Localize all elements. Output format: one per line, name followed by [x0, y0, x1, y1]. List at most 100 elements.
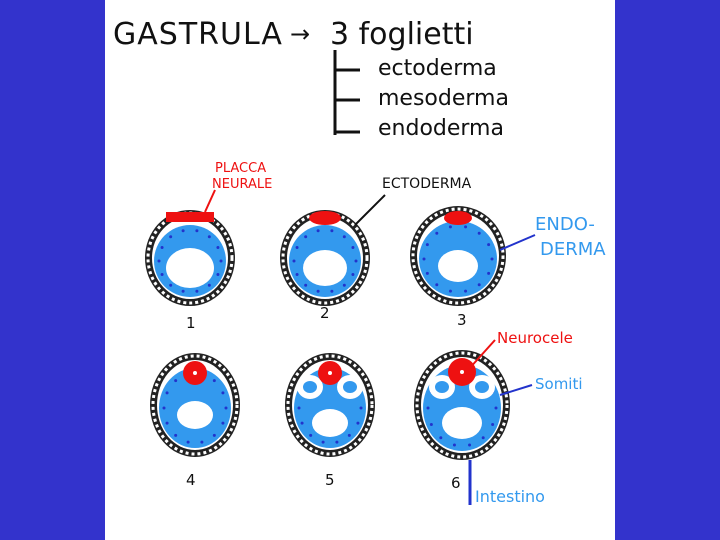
header: GASTRULA → 3 foglietti ectoderma mesoder…	[113, 17, 509, 141]
nucleus-dot	[221, 391, 225, 395]
nucleus-dot	[216, 246, 220, 250]
nucleus-dot	[295, 272, 299, 276]
nucleus-dot	[169, 283, 173, 287]
nucleus-dot	[342, 235, 346, 239]
ectoderm-cells	[286, 354, 374, 456]
neurocele	[328, 371, 332, 375]
nucleus-dot	[181, 289, 185, 293]
embryo-stage-4	[150, 353, 240, 457]
nucleus-dot	[490, 257, 494, 261]
nucleus-dot	[477, 231, 481, 235]
archenteron	[177, 401, 213, 429]
nucleus-dot	[162, 406, 166, 410]
somite	[343, 381, 357, 393]
label-endo: ENDO-	[535, 214, 595, 235]
archenteron	[438, 250, 478, 282]
somite	[435, 381, 449, 393]
neurocele-pointer	[467, 339, 496, 371]
neural-plate	[309, 211, 341, 225]
title-gastrula: GASTRULA	[113, 17, 283, 52]
nucleus-dot	[347, 433, 351, 437]
nucleus-dot	[316, 289, 320, 293]
embryo-stage-5	[285, 353, 375, 457]
placca-pointer	[204, 189, 216, 213]
nucleus-dot	[169, 235, 173, 239]
archenteron	[442, 407, 482, 439]
neurocele	[193, 371, 197, 375]
title-foglietti: 3 foglietti	[330, 17, 474, 52]
bracket-lines	[333, 50, 360, 135]
neurocele	[460, 370, 464, 374]
nucleus-dot	[165, 391, 169, 395]
nucleus-dot	[221, 421, 225, 425]
archenteron	[303, 250, 347, 286]
nucleus-dot	[292, 259, 296, 263]
nucleus-dot	[477, 283, 481, 287]
somiti-pointer	[499, 384, 533, 396]
stage-number-2: 2	[320, 304, 330, 322]
ectoderma-pointer	[354, 194, 386, 226]
nucleus-dot	[359, 406, 363, 410]
nucleus-dot	[219, 259, 223, 263]
embryo-stages	[145, 206, 510, 460]
embryo-stage-2	[280, 210, 370, 306]
nucleus-dot	[160, 272, 164, 276]
nucleus-dot	[165, 421, 169, 425]
nucleus-dot	[452, 443, 456, 447]
nucleus-dot	[295, 246, 299, 250]
nucleus-dot	[487, 243, 491, 247]
stage-numbers: 1 2 3 4 5 6	[186, 304, 467, 492]
nucleus-dot	[356, 421, 360, 425]
label-intestino: Intestino	[475, 487, 545, 506]
ectoderm-cells	[415, 351, 509, 459]
nucleus-dot	[160, 246, 164, 250]
nucleus-dot	[422, 257, 426, 261]
nucleus-dot	[481, 436, 485, 440]
layer-ectoderma: ectoderma	[378, 56, 497, 81]
nucleus-dot	[429, 422, 433, 426]
stage-number-5: 5	[325, 471, 335, 489]
title-arrow: →	[290, 20, 310, 48]
nucleus-dot	[300, 421, 304, 425]
nucleus-dot	[464, 225, 468, 229]
nucleus-dot	[321, 440, 325, 444]
archenteron	[312, 409, 348, 437]
nucleus-dot	[425, 243, 429, 247]
label-somiti: Somiti	[535, 375, 583, 393]
nucleus-dot	[435, 283, 439, 287]
nucleus-dot	[195, 289, 199, 293]
stage-number-6: 6	[451, 474, 461, 492]
stage-number-1: 1	[186, 314, 196, 332]
layer-endoderma: endoderma	[378, 116, 504, 141]
somite	[303, 381, 317, 393]
nucleus-dot	[351, 272, 355, 276]
embryo-stage-3	[410, 206, 506, 306]
nucleus-dot	[425, 271, 429, 275]
neural-plate	[444, 211, 472, 225]
nucleus-dot	[157, 259, 161, 263]
label-ectoderma: ECTODERMA	[382, 176, 472, 192]
nucleus-dot	[494, 406, 498, 410]
embryo-stage-1	[145, 210, 235, 306]
endoderma-pointer	[499, 234, 536, 251]
nucleus-dot	[304, 235, 308, 239]
archenteron	[166, 248, 214, 288]
nucleus-dot	[207, 235, 211, 239]
ectoderm-cells	[411, 207, 505, 305]
nucleus-dot	[174, 379, 178, 383]
nucleus-dot	[439, 436, 443, 440]
nucleus-dot	[174, 433, 178, 437]
nucleus-dot	[448, 289, 452, 293]
label-neurocele: Neurocele	[497, 329, 573, 347]
label-neurale: NEURALE	[212, 177, 272, 192]
nucleus-dot	[212, 433, 216, 437]
nucleus-dot	[330, 229, 334, 233]
nucleus-dot	[354, 259, 358, 263]
nucleus-dot	[216, 272, 220, 276]
nucleus-dot	[297, 406, 301, 410]
nucleus-dot	[309, 433, 313, 437]
nucleus-dot	[186, 440, 190, 444]
nucleus-dot	[468, 443, 472, 447]
label-derma: DERMA	[540, 239, 606, 260]
